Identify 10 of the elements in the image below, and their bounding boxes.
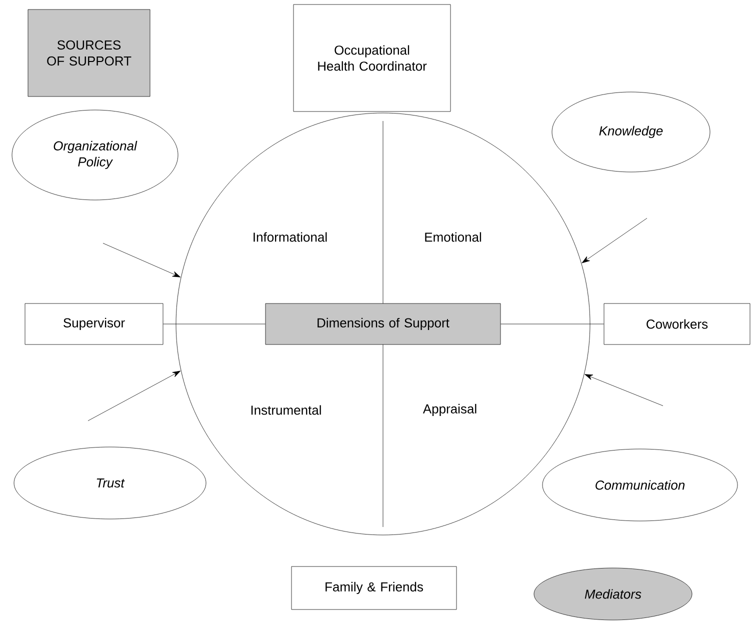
center-box: Dimensions of Support [265, 303, 501, 345]
source-box: Coworkers [604, 303, 750, 345]
source-box: Family & Friends [291, 566, 457, 610]
arrow [102, 243, 181, 278]
source-box: Occupational Health Coordinator [293, 4, 451, 112]
heading-box: SOURCES OF SUPPORT [28, 9, 150, 97]
arrow [582, 218, 648, 264]
arrow [88, 370, 181, 421]
arrow [584, 374, 664, 406]
source-box: Supervisor [24, 303, 164, 345]
